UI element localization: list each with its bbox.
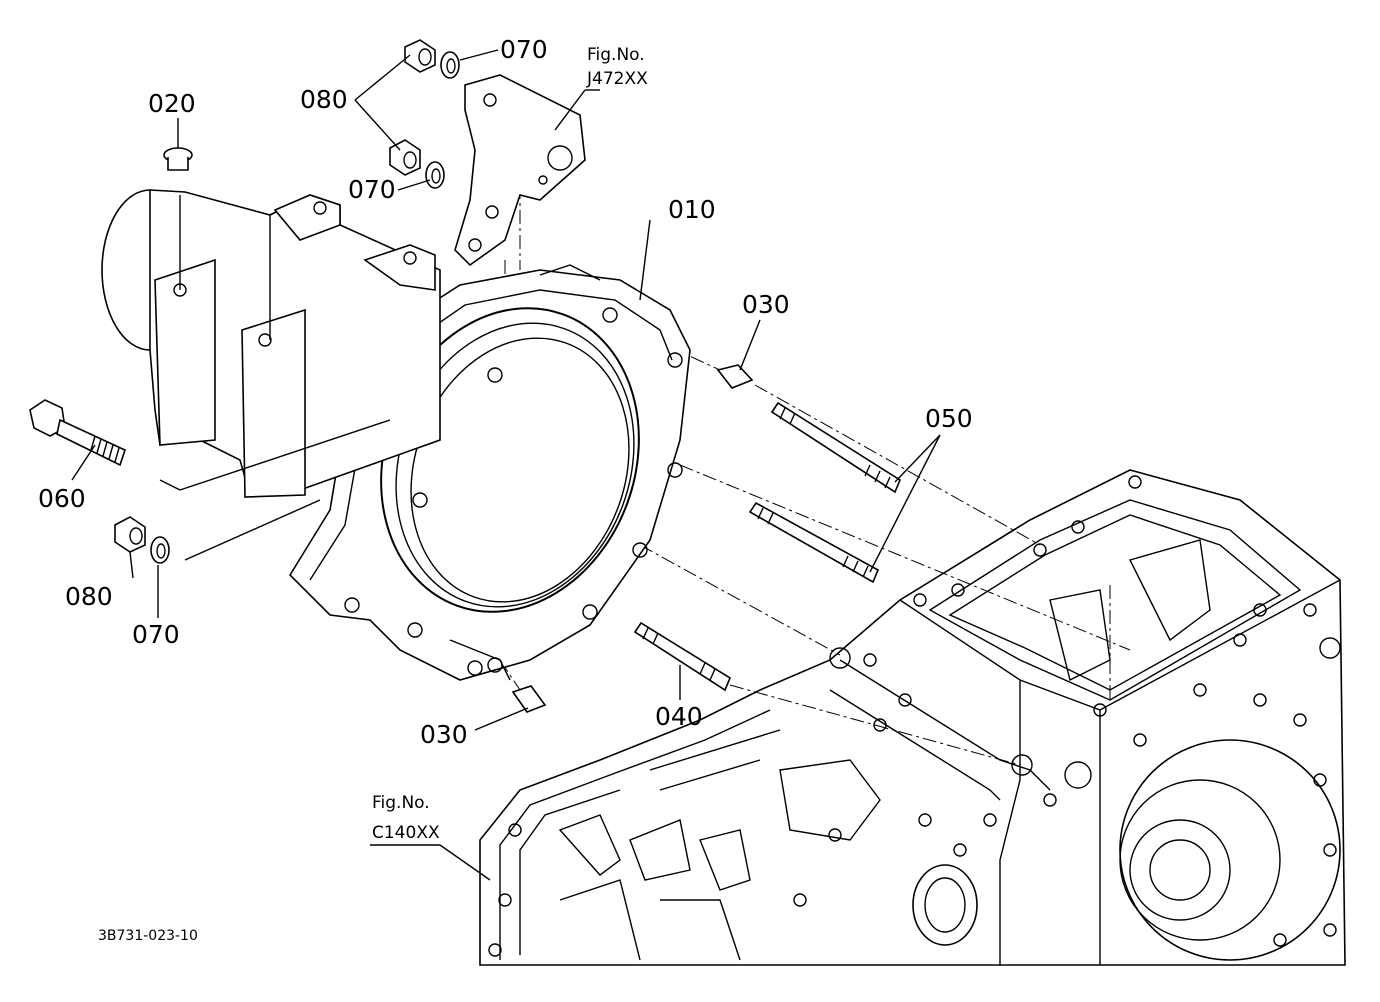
- drawing-code: 3B731-023-10: [98, 928, 198, 944]
- figref-top-prefix: Fig.No.: [587, 45, 645, 65]
- cylinder-block: [101, 189, 441, 498]
- label-070-mid: 070: [348, 175, 396, 204]
- stud-040: [633, 621, 732, 692]
- label-080-low: 080: [65, 582, 113, 611]
- label-060: 060: [38, 484, 86, 513]
- figref-bottom-code: C140XX: [372, 823, 440, 843]
- dowel-pin-030-top: [716, 364, 754, 389]
- label-070-top: 070: [500, 35, 548, 64]
- washer-070-mid: [425, 161, 445, 189]
- transmission-case: [479, 469, 1346, 966]
- washer-070-low: [150, 536, 170, 564]
- washer-070-top: [440, 51, 460, 79]
- figref-top-code: J472XX: [586, 69, 648, 89]
- bracket: [454, 74, 586, 267]
- leader-lines: [71, 49, 941, 881]
- label-050: 050: [925, 404, 973, 433]
- dowel-pin-030-bottom: [511, 685, 547, 713]
- part-labels: 020 080 070 070 010 030 050 060 080 070 …: [38, 35, 973, 944]
- stud-050-top: [770, 401, 901, 494]
- label-030-bottom: 030: [420, 720, 468, 749]
- nut-080-top: [404, 39, 436, 73]
- label-030-top: 030: [742, 290, 790, 319]
- label-010: 010: [668, 195, 716, 224]
- nut-080-low: [114, 516, 146, 553]
- figref-bottom-prefix: Fig.No.: [372, 793, 430, 813]
- label-080-top: 080: [300, 85, 348, 114]
- nut-080-mid: [389, 139, 421, 176]
- label-070-low: 070: [132, 620, 180, 649]
- plug-020: [163, 147, 193, 171]
- stud-050-bottom: [748, 501, 880, 584]
- bolt-060: [29, 399, 126, 467]
- label-040: 040: [655, 702, 703, 731]
- label-020: 020: [148, 89, 196, 118]
